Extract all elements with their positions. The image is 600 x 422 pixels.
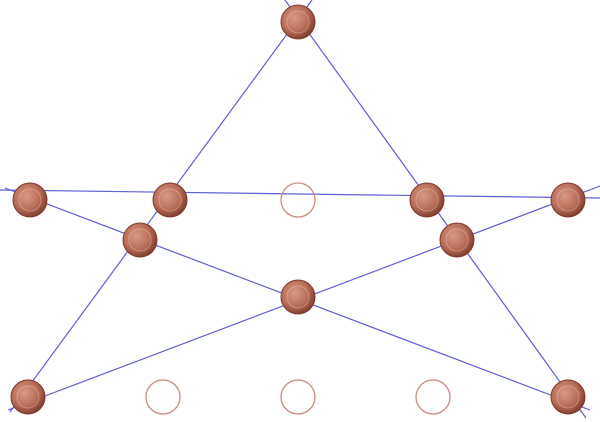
empty-ring-icon [280,182,316,218]
copper-coin-icon [550,182,586,218]
copper-coin-icon [439,222,475,258]
empty-ring-icon [145,379,181,415]
copper-coin-icon [409,182,445,218]
empty-ring-icon [415,379,451,415]
copper-coin-icon [122,222,158,258]
slots-layer [10,4,586,415]
star-line-1 [0,189,600,199]
copper-coin-icon [280,279,316,315]
copper-coin-icon [152,182,188,218]
copper-coin-icon [280,4,316,40]
copper-coin-icon [10,379,46,415]
copper-coin-icon [550,379,586,415]
empty-ring-icon [280,379,316,415]
copper-coin-icon [12,182,48,218]
